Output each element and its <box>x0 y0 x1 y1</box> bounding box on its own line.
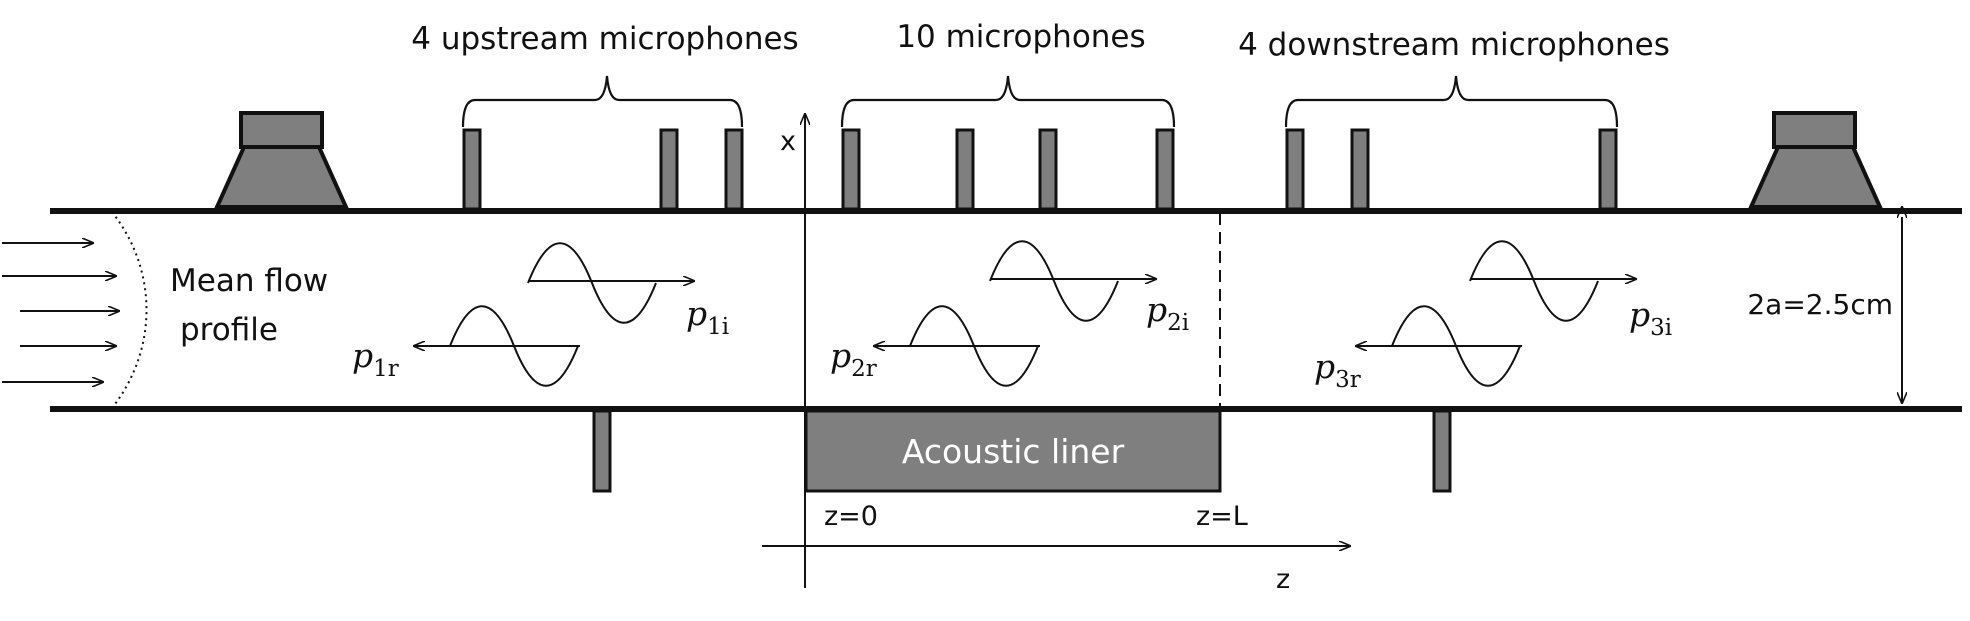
label-zL: z=L <box>1196 501 1248 532</box>
mic-upstream-3 <box>724 128 744 211</box>
label-downstream-mics: 4 downstream microphones <box>1238 27 1670 63</box>
wave-3-incident <box>1469 240 1599 322</box>
label-p3r: p3r <box>1314 347 1361 393</box>
brace-center <box>840 75 1176 128</box>
label-z0: z=0 <box>824 501 878 532</box>
mic-downstream-3 <box>1598 128 1618 211</box>
mic-downstream-2 <box>1350 128 1370 211</box>
label-z-axis: z <box>1276 564 1290 595</box>
loudspeaker-right <box>1747 111 1884 209</box>
label-p2r: p2r <box>830 336 877 382</box>
mic-downstream-1 <box>1285 128 1305 211</box>
label-p1i: p1i <box>686 294 729 340</box>
mic-center-1 <box>841 128 861 211</box>
mic-bottom-upstream <box>592 409 612 493</box>
mic-center-2 <box>955 128 975 211</box>
label-center-mics: 10 microphones <box>896 19 1145 55</box>
brace-downstream <box>1284 75 1619 128</box>
mic-center-4 <box>1155 128 1175 211</box>
label-x-axis: x <box>780 126 796 157</box>
acoustic-liner <box>804 409 1222 493</box>
mic-bottom-downstream <box>1432 409 1452 493</box>
label-p2i: p2i <box>1146 290 1189 336</box>
label-mean-flow: Mean flow <box>170 263 328 299</box>
label-upstream-mics: 4 upstream microphones <box>411 21 798 57</box>
mic-center-3 <box>1038 128 1058 211</box>
mic-upstream-2 <box>659 128 679 211</box>
label-acoustic-liner: Acoustic liner <box>902 432 1125 471</box>
label-p1r: p1r <box>352 336 399 382</box>
mic-upstream-1 <box>462 128 482 211</box>
label-p3i: p3i <box>1629 295 1672 341</box>
brace-upstream <box>461 75 744 128</box>
label-diameter: 2a=2.5cm <box>1747 288 1893 321</box>
loudspeaker-left <box>213 111 350 209</box>
wave-2-incident <box>989 240 1119 322</box>
wave-1-incident <box>527 242 657 324</box>
label-mean-flow-profile: profile <box>180 312 278 348</box>
